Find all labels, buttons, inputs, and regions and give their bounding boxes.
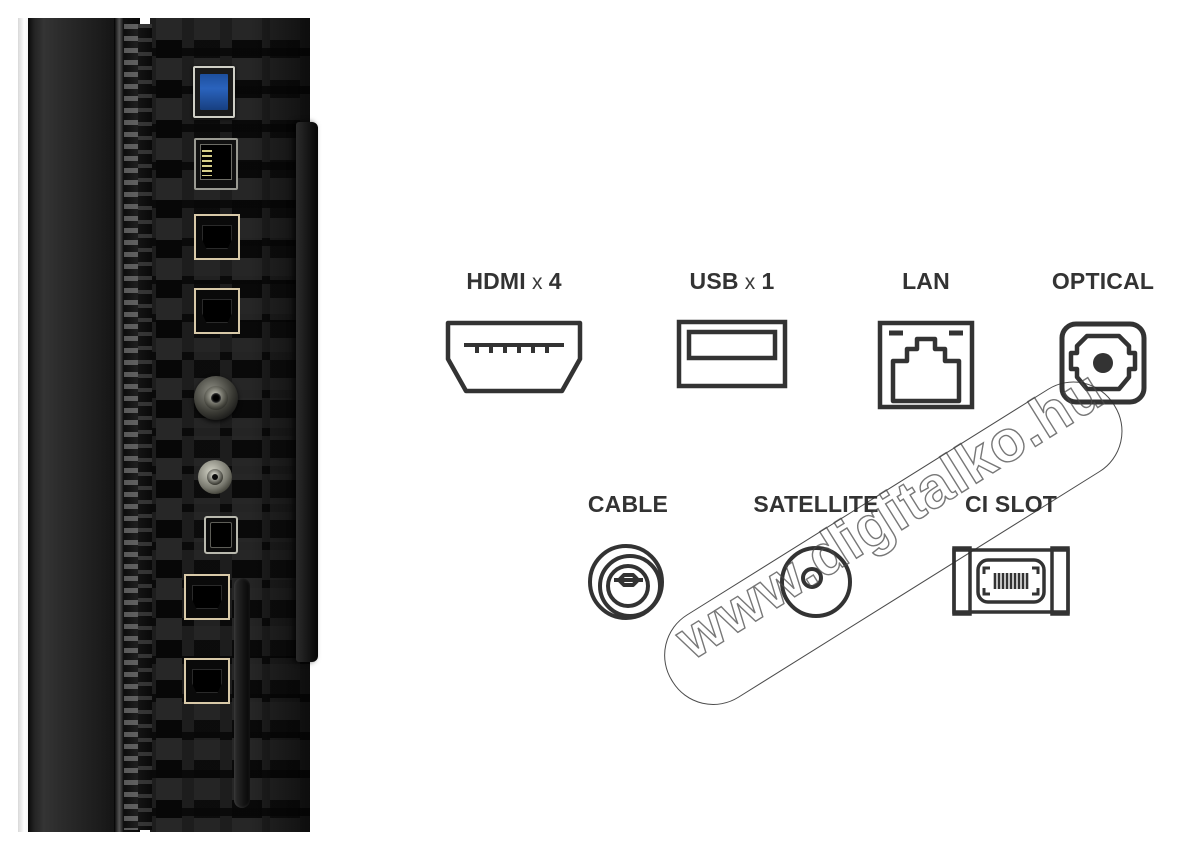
legend-label-usb: USB x 1 [689,268,775,294]
usb-icon [628,319,836,389]
tv-side-rail [296,122,318,662]
legend-item-cable: CABLE [540,493,716,626]
cable-coax-icon [540,542,716,626]
legend-item-optical: OPTICAL [1016,270,1190,411]
lan-icon [836,319,1016,411]
legend-label-satellite: SATELLITE [753,491,879,517]
legend-label-ci-slot: CI SLOT [964,491,1058,517]
connector-legend: HDMI x 4 [400,270,1190,626]
hdmi-port [184,574,230,620]
hdmi-port [194,214,240,260]
legend-item-hdmi: HDMI x 4 [400,270,628,411]
legend-label-optical: OPTICAL [1051,268,1155,294]
ci-slot-icon [916,542,1106,620]
satellite-icon [716,542,916,622]
hdmi-port [184,658,230,704]
optical-icon [1016,319,1190,407]
lan-rj45-port [194,138,238,190]
satellite-f-port [198,460,232,494]
legend-item-satellite: SATELLITE [716,493,916,626]
legend-label-hdmi: HDMI x 4 [466,268,562,294]
optical-toslink-port [204,516,238,554]
hdmi-port [194,288,240,334]
tv-panel-vent-strip [138,24,152,830]
legend-row-primary: HDMI x 4 [400,270,1190,411]
legend-label-cable: CABLE [587,491,669,517]
tv-rear-connector-panel-photo [18,18,348,832]
legend-item-lan: LAN [836,270,1016,411]
usb-3-port [193,66,235,118]
ci-slot-port [234,578,250,808]
hdmi-icon [400,319,628,395]
tv-panel-seam [114,18,123,832]
legend-item-ci-slot: CI SLOT [916,493,1106,626]
legend-label-lan: LAN [902,268,950,294]
tv-panel-rib [156,18,182,832]
legend-row-secondary: CABLE SATELLITE [400,493,1190,626]
cable-coax-port [194,376,238,420]
legend-item-usb: USB x 1 [628,270,836,411]
